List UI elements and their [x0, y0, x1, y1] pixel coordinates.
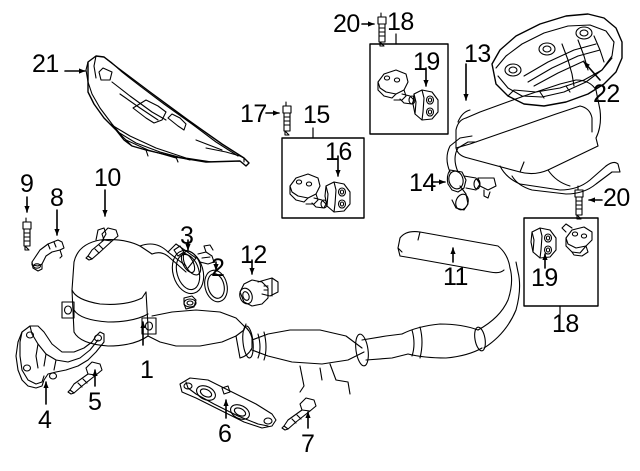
box-18-top: [369, 43, 449, 135]
clamp-3-art: [171, 244, 215, 295]
hanger-insulator-16-art: [324, 181, 351, 213]
callout-14: 14: [409, 169, 436, 197]
rear-heat-shield-art: [491, 13, 623, 107]
bolt-7-art: [281, 397, 317, 431]
bolt-20-right-art: [574, 185, 584, 220]
callout-13: 13: [464, 40, 491, 68]
bolt-20-top-art: [377, 12, 387, 47]
hanger-bracket-15-art: [289, 173, 328, 209]
hanger-insulator-19-right-art: [530, 227, 557, 259]
box-15: [281, 137, 365, 219]
bracket-4-art: [15, 325, 105, 389]
bolt-5-art: [67, 361, 103, 395]
front-pipe-art: [147, 267, 521, 395]
callout-19-right: 19: [531, 264, 558, 292]
flange-gasket-6-art: [179, 377, 277, 429]
bracket-8-art: [31, 239, 65, 272]
callout-3: 3: [180, 222, 194, 250]
gasket-2-art: [204, 269, 228, 303]
bolt-10-art: [85, 227, 119, 261]
callout-20-right: 20: [603, 184, 630, 212]
callout-20-top: 20: [333, 10, 360, 38]
hanger-insulator-19-top-art: [412, 89, 439, 121]
hanger-bracket-18-right-art: [561, 223, 593, 257]
callout-9: 9: [20, 170, 34, 198]
callout-18-right: 18: [552, 310, 579, 338]
callout-4: 4: [38, 406, 52, 434]
callout-22: 22: [593, 80, 620, 108]
callout-1: 1: [140, 356, 154, 384]
connector-14-art: [446, 135, 481, 211]
callout-7: 7: [301, 430, 315, 458]
callout-10: 10: [94, 164, 121, 192]
callout-11: 11: [443, 263, 468, 291]
hanger-bracket-18-art: [377, 69, 416, 105]
callout-15: 15: [303, 101, 330, 129]
callout-2: 2: [211, 254, 225, 282]
callout-6: 6: [218, 420, 232, 448]
callout-21: 21: [32, 50, 59, 78]
leader-22: [583, 61, 601, 81]
callout-8: 8: [50, 184, 64, 212]
box-18-right: [523, 217, 599, 307]
callout-16: 16: [325, 138, 352, 166]
callout-18-top: 18: [387, 8, 414, 36]
sensor-12-art: [239, 277, 279, 307]
callout-19-top: 19: [413, 48, 440, 76]
callout-5: 5: [88, 388, 102, 416]
callout-17: 17: [240, 100, 267, 128]
bolt-9-art: [22, 217, 32, 251]
front-heat-shield-art: [85, 55, 250, 167]
rear-pipe-11-art: [397, 231, 519, 274]
callout-12: 12: [240, 241, 267, 269]
bolt-17-art: [282, 101, 292, 136]
tail-pipe-13-art: [455, 79, 621, 199]
